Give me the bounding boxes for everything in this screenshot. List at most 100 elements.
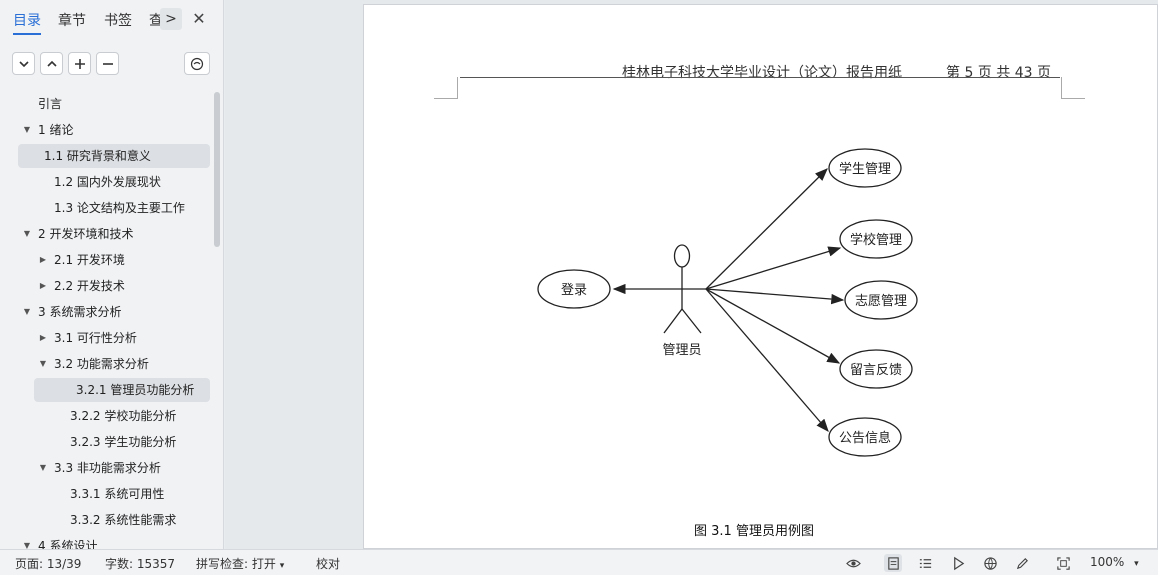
use-case-arrow xyxy=(705,246,842,290)
use-case-ellipse xyxy=(839,349,913,389)
toc-item[interactable]: 3.2.3 学生功能分析 xyxy=(28,430,210,454)
toc-item-label: 3.2.2 学校功能分析 xyxy=(70,409,177,423)
toc-item[interactable]: ▼ 3.2 功能需求分析 xyxy=(28,352,210,376)
toc-item[interactable]: 1.3 论文结构及主要工作 xyxy=(28,196,210,220)
use-case-diagram: 管理员 登录 学生管理 学校管理 志愿管理 留言反馈 公告信息 xyxy=(537,148,918,457)
more-tabs-chevron-icon[interactable]: > xyxy=(160,8,182,30)
toc-item-label: 2 开发环境和技术 xyxy=(38,227,134,241)
web-view-icon[interactable] xyxy=(981,554,999,572)
toc-item[interactable]: 1.2 国内外发展现状 xyxy=(28,170,210,194)
toc-item[interactable]: ▶ 2.1 开发环境 xyxy=(28,248,210,272)
use-case-ellipse xyxy=(839,219,913,259)
options-icon xyxy=(190,57,204,70)
toc-item[interactable]: ▶ 3.1 可行性分析 xyxy=(28,326,210,350)
use-case-arrow xyxy=(705,288,829,432)
plus-icon xyxy=(74,58,85,69)
caret-right-icon[interactable]: ▶ xyxy=(39,281,47,290)
word-count[interactable]: 字数: 15357 xyxy=(105,557,176,571)
toc-item-label: 3.2 功能需求分析 xyxy=(54,357,149,371)
proofread-button[interactable]: 校对 xyxy=(316,557,341,571)
toc-item[interactable]: ▼ 1 绪论 xyxy=(24,118,210,142)
use-case-label: 学生管理 xyxy=(839,161,891,177)
use-case-arrow xyxy=(705,168,828,290)
toc-item[interactable]: 1.1 研究背景和意义 xyxy=(18,144,210,168)
use-case-label: 留言反馈 xyxy=(850,363,902,378)
close-icon[interactable]: ✕ xyxy=(192,9,206,28)
table-of-contents: 引言 ▼ 1 绪论 1.1 研究背景和意义 1.2 国内外发展现状 1.3 论文结构及主要… xyxy=(0,92,214,549)
login-label: 登录 xyxy=(561,283,587,298)
spell-check-toggle[interactable]: 拼写检查: 打开 ▾ xyxy=(196,555,284,572)
toc-item[interactable]: ▶2.2 开发技术 xyxy=(28,274,210,298)
caret-right-icon[interactable]: ▶ xyxy=(39,333,47,342)
tab-chapters[interactable]: 章节 xyxy=(58,13,86,29)
toc-item[interactable]: ▼ 4 系统设计 xyxy=(24,534,210,549)
toc-item[interactable]: 3.3.2 系统性能需求 xyxy=(28,508,210,532)
play-icon[interactable] xyxy=(949,554,967,572)
status-bar: 页面: 13/39 字数: 15357 拼写检查: 打开 ▾ 校对 100% ▾ xyxy=(0,549,1158,575)
toc-item-label: 1 绪论 xyxy=(38,123,74,137)
toc-item[interactable]: ▼ 2 开发环境和技术 xyxy=(24,222,210,246)
figure-caption: 图 3.1 管理员用例图 xyxy=(694,524,814,539)
caret-down-icon[interactable]: ▼ xyxy=(23,307,31,316)
toc-item-label: 3.1 可行性分析 xyxy=(54,331,137,345)
caret-down-icon[interactable]: ▼ xyxy=(39,463,47,472)
pen-icon[interactable] xyxy=(1013,554,1031,572)
spell-check-label: 拼写检查: 打开 xyxy=(196,557,276,571)
outline-view-icon[interactable] xyxy=(916,554,934,572)
nav-tabs: 目录 章节 书签 查 > ✕ xyxy=(0,0,224,40)
toc-options-button[interactable] xyxy=(184,52,210,75)
zoom-level: 100% xyxy=(1090,555,1125,569)
toc-item[interactable]: ▼ 3 系统需求分析 xyxy=(24,300,210,324)
toc-item-label: 3.3.1 系统可用性 xyxy=(70,487,165,501)
toc-scrollbar[interactable] xyxy=(214,92,220,247)
caret-down-icon[interactable]: ▼ xyxy=(23,125,31,134)
use-case-ellipse xyxy=(828,417,902,457)
page-indicator[interactable]: 页面: 13/39 xyxy=(15,557,82,571)
login-ellipse xyxy=(537,269,611,309)
caret-down-icon[interactable]: ▼ xyxy=(23,541,31,549)
toc-item-label: 1.1 研究背景和意义 xyxy=(44,149,151,163)
tab-bookmarks[interactable]: 书签 xyxy=(104,13,132,29)
toc-item-label: 3.3.2 系统性能需求 xyxy=(70,513,177,527)
use-case-label: 志愿管理 xyxy=(855,294,907,309)
toc-item-label: 3.2.1 管理员功能分析 xyxy=(76,383,195,397)
toc-item[interactable]: 引言 xyxy=(28,92,210,116)
toc-item-label: 4 系统设计 xyxy=(38,539,98,549)
actor-label: 管理员 xyxy=(662,343,701,358)
toc-item[interactable]: ▼ 3.3 非功能需求分析 xyxy=(28,456,210,480)
use-case-ellipse xyxy=(844,280,918,320)
caret-down-icon[interactable]: ▼ xyxy=(23,229,31,238)
eye-protection-icon[interactable] xyxy=(844,554,862,572)
collapse-all-button[interactable] xyxy=(12,52,35,75)
use-case-ellipse xyxy=(828,148,902,188)
toc-item-label: 引言 xyxy=(38,97,63,111)
chevron-down-icon: ▾ xyxy=(1134,559,1139,569)
remove-heading-button[interactable] xyxy=(96,52,119,75)
fit-page-icon[interactable] xyxy=(1054,554,1072,572)
toc-item[interactable]: 3.2.1 管理员功能分析 xyxy=(34,378,210,402)
tab-toc[interactable]: 目录 xyxy=(13,10,41,35)
toc-item-label: 3 系统需求分析 xyxy=(38,305,122,319)
toc-item[interactable]: 3.2.2 学校功能分析 xyxy=(28,404,210,428)
caret-down-icon[interactable]: ▼ xyxy=(39,359,47,368)
expand-all-button[interactable] xyxy=(40,52,63,75)
chevron-up-icon xyxy=(46,60,57,67)
toc-item-label: 2.1 开发环境 xyxy=(54,253,125,267)
use-case-arrow xyxy=(705,288,841,364)
toc-item[interactable]: 3.3.1 系统可用性 xyxy=(28,482,210,506)
margin-corner-left xyxy=(434,77,458,99)
toc-item-label: 1.3 论文结构及主要工作 xyxy=(54,201,185,215)
use-case-label: 学校管理 xyxy=(850,232,902,248)
minus-icon xyxy=(102,62,113,65)
actor-stick-figure xyxy=(660,244,706,334)
header-rule xyxy=(460,77,1060,78)
caret-right-icon[interactable]: ▶ xyxy=(39,255,47,264)
page-view-icon[interactable] xyxy=(884,554,902,572)
add-heading-button[interactable] xyxy=(68,52,91,75)
margin-corner-right xyxy=(1061,77,1085,99)
use-case-label: 公告信息 xyxy=(839,430,891,446)
zoom-select[interactable]: 100% ▾ xyxy=(1090,555,1139,569)
toc-item-label: 1.2 国内外发展现状 xyxy=(54,175,161,189)
tab-search[interactable]: 查 xyxy=(149,13,163,29)
toc-item-label: 3.3 非功能需求分析 xyxy=(54,461,161,475)
